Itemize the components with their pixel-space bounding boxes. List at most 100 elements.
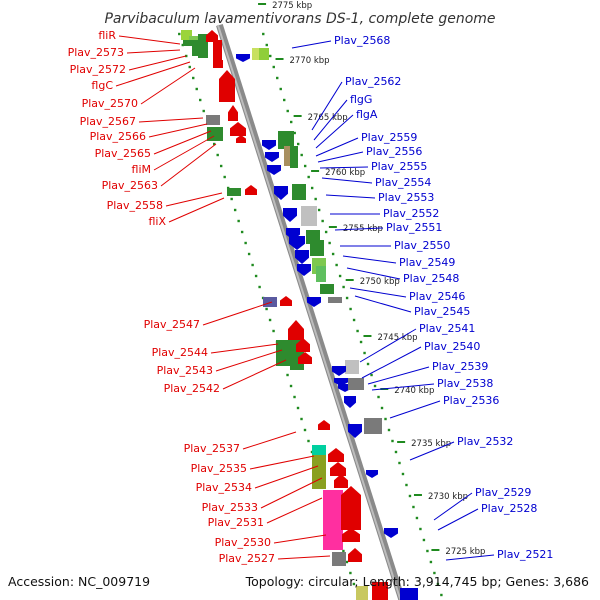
gene-label-plus[interactable]: flgA — [356, 108, 378, 121]
gene-feature[interactable] — [230, 122, 246, 136]
gene-feature[interactable] — [342, 528, 360, 542]
gene-label-minus[interactable]: Plav_2567 — [80, 115, 136, 128]
gene-feature[interactable] — [245, 185, 257, 195]
gene-label-plus[interactable]: Plav_2549 — [399, 256, 455, 269]
gene-label-minus[interactable]: Plav_2531 — [208, 516, 264, 529]
gene-feature[interactable] — [288, 320, 304, 340]
gene-label-minus[interactable]: Plav_2543 — [157, 364, 213, 377]
gene-feature[interactable] — [265, 152, 279, 162]
gene-label-minus[interactable]: fliX — [148, 215, 166, 228]
gene-feature[interactable] — [198, 34, 208, 58]
gene-label-plus[interactable]: Plav_2555 — [371, 160, 427, 173]
gene-feature[interactable] — [348, 378, 364, 390]
gene-label-minus[interactable]: Plav_2558 — [107, 199, 163, 212]
gene-label-plus[interactable]: Plav_2545 — [414, 305, 470, 318]
gene-label-minus[interactable]: Plav_2544 — [152, 346, 208, 359]
gene-feature[interactable] — [310, 240, 324, 256]
gene-feature[interactable] — [328, 297, 342, 303]
gene-label-minus[interactable]: Plav_2572 — [70, 63, 126, 76]
gene-feature[interactable] — [366, 470, 378, 478]
gene-feature[interactable] — [328, 448, 344, 462]
gene-label-plus[interactable]: Plav_2556 — [366, 145, 422, 158]
gene-feature[interactable] — [345, 360, 359, 374]
gene-feature[interactable] — [348, 548, 362, 562]
gene-label-plus[interactable]: Plav_2548 — [403, 272, 459, 285]
gene-feature[interactable] — [267, 165, 281, 175]
gene-feature[interactable] — [400, 588, 418, 600]
gene-label-minus[interactable]: Plav_2565 — [95, 147, 151, 160]
gene-feature[interactable] — [227, 188, 241, 196]
gene-label-plus[interactable]: Plav_2539 — [432, 360, 488, 373]
gene-feature[interactable] — [307, 297, 321, 307]
gene-label-minus[interactable]: Plav_2563 — [102, 179, 158, 192]
gene-label-plus[interactable]: Plav_2536 — [443, 394, 499, 407]
gene-label-plus[interactable]: Plav_2553 — [378, 191, 434, 204]
gene-feature[interactable] — [323, 490, 343, 550]
gene-label-minus[interactable]: Plav_2533 — [202, 501, 258, 514]
gene-feature[interactable] — [296, 338, 310, 352]
gene-feature[interactable] — [183, 40, 199, 46]
gene-label-plus[interactable]: Plav_2540 — [424, 340, 480, 353]
gene-feature[interactable] — [290, 146, 298, 168]
gene-label-plus[interactable]: Plav_2562 — [345, 75, 401, 88]
gene-label-minus[interactable]: Plav_2570 — [82, 97, 138, 110]
gene-feature[interactable] — [312, 455, 326, 489]
gene-feature[interactable] — [236, 135, 246, 143]
gene-label-plus[interactable]: flgG — [350, 93, 372, 106]
gene-label-plus[interactable]: Plav_2528 — [481, 502, 537, 515]
gene-feature[interactable] — [332, 366, 346, 376]
gene-label-plus[interactable]: Plav_2550 — [394, 239, 450, 252]
gene-feature[interactable] — [278, 131, 294, 149]
gene-feature[interactable] — [252, 48, 260, 60]
gene-labels[interactable]: fliRPlav_2573Plav_2572flgCPlav_2570Plav_… — [68, 29, 554, 565]
gene-feature[interactable] — [276, 340, 292, 366]
gene-feature[interactable] — [364, 418, 382, 434]
gene-label-plus[interactable]: Plav_2552 — [383, 207, 439, 220]
gene-feature[interactable] — [263, 297, 277, 307]
gene-feature[interactable] — [356, 586, 368, 600]
gene-feature[interactable] — [181, 30, 192, 40]
gene-feature[interactable] — [236, 54, 250, 62]
gene-feature[interactable] — [312, 445, 326, 455]
gene-feature[interactable] — [344, 396, 356, 408]
gene-feature[interactable] — [228, 105, 238, 121]
gene-label-minus[interactable]: Plav_2530 — [215, 536, 271, 549]
gene-feature[interactable] — [332, 552, 346, 566]
gene-label-minus[interactable]: Plav_2534 — [196, 481, 252, 494]
gene-feature[interactable] — [301, 206, 317, 226]
gene-feature[interactable] — [213, 50, 222, 60]
gene-label-plus[interactable]: Plav_2568 — [334, 34, 390, 47]
gene-feature[interactable] — [219, 70, 235, 102]
gene-feature[interactable] — [316, 266, 326, 282]
gene-label-plus[interactable]: Plav_2532 — [457, 435, 513, 448]
gene-label-minus[interactable]: Plav_2566 — [90, 130, 146, 143]
gene-feature[interactable] — [213, 40, 222, 50]
gene-feature[interactable] — [318, 420, 330, 430]
gene-feature[interactable] — [283, 208, 297, 222]
gene-feature[interactable] — [213, 60, 223, 68]
gene-feature[interactable] — [259, 48, 269, 60]
gene-label-plus[interactable]: Plav_2529 — [475, 486, 531, 499]
gene-label-minus[interactable]: Plav_2535 — [191, 462, 247, 475]
gene-label-plus[interactable]: Plav_2551 — [386, 221, 442, 234]
gene-feature[interactable] — [330, 462, 346, 476]
gene-label-minus[interactable]: Plav_2542 — [164, 382, 220, 395]
gene-feature[interactable] — [206, 30, 218, 42]
gene-feature[interactable] — [295, 250, 309, 264]
gene-feature[interactable] — [384, 528, 398, 538]
gene-feature[interactable] — [280, 296, 292, 306]
gene-feature[interactable] — [274, 186, 288, 200]
gene-feature[interactable] — [320, 284, 334, 294]
gene-feature[interactable] — [206, 115, 220, 125]
gene-feature[interactable] — [341, 486, 361, 530]
gene-label-plus[interactable]: Plav_2521 — [497, 548, 553, 561]
gene-label-minus[interactable]: Plav_2527 — [219, 552, 275, 565]
gene-label-minus[interactable]: Plav_2537 — [184, 442, 240, 455]
gene-feature[interactable] — [348, 424, 362, 438]
gene-feature[interactable] — [262, 140, 276, 150]
gene-label-plus[interactable]: Plav_2541 — [419, 322, 475, 335]
gene-label-plus[interactable]: Plav_2559 — [361, 131, 417, 144]
gene-feature[interactable] — [298, 352, 312, 364]
gene-label-minus[interactable]: Plav_2573 — [68, 46, 124, 59]
gene-feature[interactable] — [292, 184, 306, 200]
